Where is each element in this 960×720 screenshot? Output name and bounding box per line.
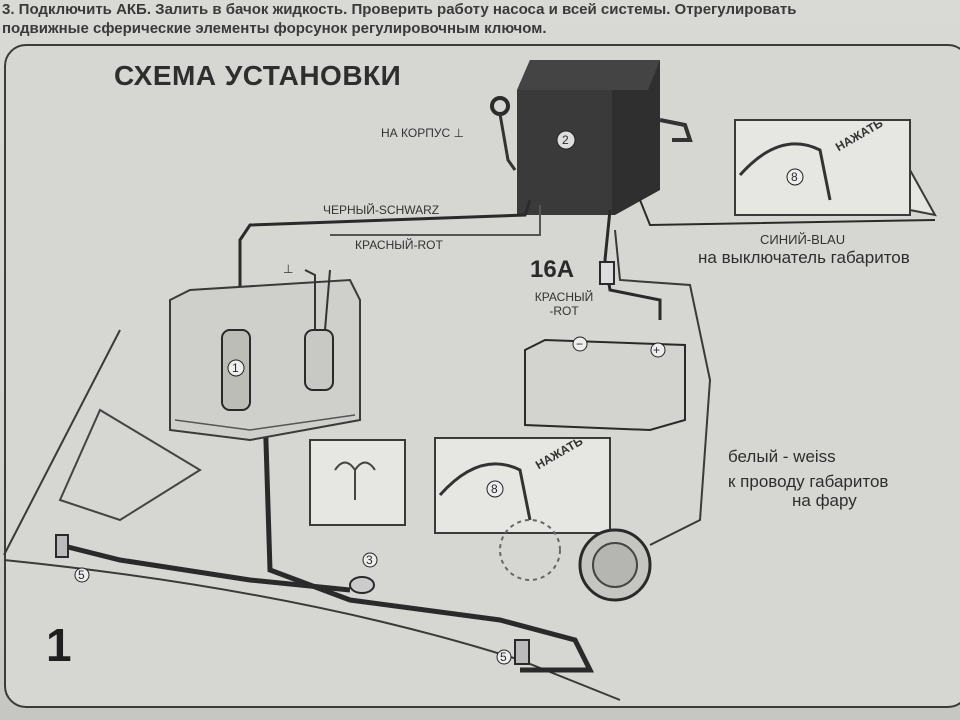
nozzle-spray-inset xyxy=(309,439,406,526)
label-white-wire-dest-2: на фару xyxy=(792,491,857,510)
label-fuse-wire: КРАСНЫЙ -ROT xyxy=(534,290,594,318)
pump-1: 1 xyxy=(221,329,251,411)
control-unit: 2 xyxy=(517,60,693,215)
label-ground: НА КОРПУС ⊥ xyxy=(381,126,464,140)
headlight-ghost xyxy=(499,519,561,581)
label-black-wire: ЧЕРНЫЙ-SCHWARZ xyxy=(323,203,440,217)
hose xyxy=(262,409,595,673)
battery: − + xyxy=(524,336,686,432)
label-fuse: 16А xyxy=(530,256,575,283)
label-white-wire: белый - weiss xyxy=(728,447,836,466)
svg-text:−: − xyxy=(576,337,583,351)
windshield-outline xyxy=(58,408,202,522)
figure-number: 1 xyxy=(46,619,72,671)
label-blue-wire: СИНИЙ-BLAU xyxy=(760,232,846,247)
svg-text:3: 3 xyxy=(366,553,373,567)
red-wire xyxy=(330,205,541,236)
svg-text:5: 5 xyxy=(500,650,507,664)
fuse-16a xyxy=(599,261,615,285)
ground-terminal xyxy=(490,96,510,116)
svg-text:8: 8 xyxy=(791,170,798,184)
instruction-text: 3. Подключить АКБ. Залить в бачок жидкос… xyxy=(0,0,960,38)
check-valve xyxy=(304,329,334,391)
car-hood-outline xyxy=(3,329,621,701)
label-ground-symbol-small: ⊥ xyxy=(283,262,294,276)
diagram-title: СХЕМА УСТАНОВКИ xyxy=(114,60,402,91)
red-fuse-wire xyxy=(603,209,662,320)
svg-text:+: + xyxy=(653,343,660,357)
blue-wire xyxy=(639,199,936,227)
label-white-wire-dest-1: к проводу габаритов xyxy=(728,472,889,491)
nozzle-3: 3 xyxy=(349,552,378,594)
headlight-switch-inset-bottom: 8 xyxy=(434,437,611,534)
headlight-switch-inset-top: 8 xyxy=(734,119,937,217)
instruction-line-2: подвижные сферические элементы форсунок … xyxy=(2,20,547,37)
svg-text:2: 2 xyxy=(562,133,569,147)
hose-left xyxy=(59,542,351,593)
nozzle-5-left: 5 xyxy=(55,534,90,583)
label-blue-wire-dest: на выключатель габаритов xyxy=(698,248,910,267)
washer-reservoir xyxy=(169,278,361,442)
svg-text:8: 8 xyxy=(491,482,498,496)
svg-text:1: 1 xyxy=(232,361,239,375)
white-wire xyxy=(614,229,712,546)
black-wire xyxy=(238,199,532,330)
instruction-line-1: 3. Подключить АКБ. Залить в бачок жидкос… xyxy=(2,1,797,18)
nozzle-5-right: 5 xyxy=(496,639,530,665)
label-red-wire: КРАСНЫЙ-ROT xyxy=(355,238,443,252)
svg-text:5: 5 xyxy=(78,568,85,582)
